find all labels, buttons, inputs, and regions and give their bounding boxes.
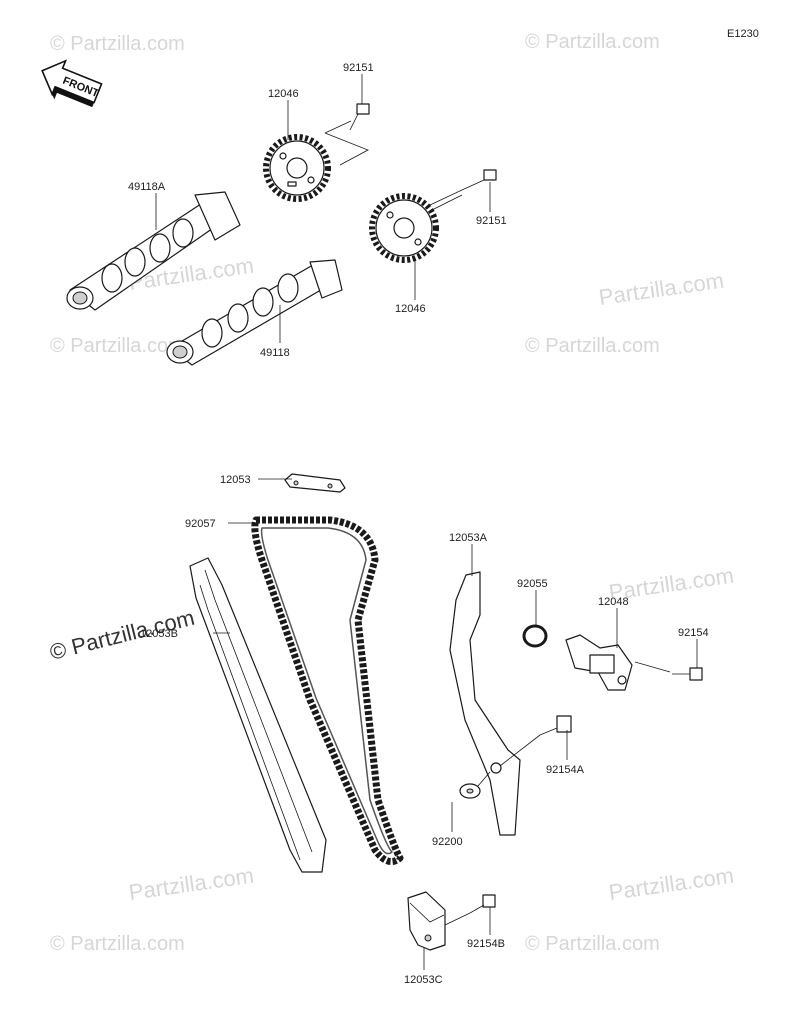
label-bolt-tensioner: 92154	[678, 627, 709, 639]
camshaft	[166, 259, 343, 366]
label-bolt-right: 92151	[476, 215, 507, 227]
watermark: © Partzilla.com	[525, 31, 660, 53]
guide-left	[189, 557, 327, 873]
watermarks: © Partzilla.com © Partzilla.com © Partzi…	[50, 31, 735, 955]
label-bolt-bracket: 92154B	[467, 938, 505, 950]
label-camshaft-a: 49118A	[128, 181, 166, 193]
washer	[459, 783, 481, 799]
bolt-top	[349, 103, 370, 131]
watermark: © Partzilla.com	[50, 335, 185, 357]
sprocket-top	[263, 134, 331, 202]
label-camshaft: 49118	[260, 347, 290, 359]
label-chain: 92057	[185, 518, 216, 530]
oring	[522, 624, 548, 648]
label-tensioner: 12048	[598, 596, 629, 608]
label-guide-tensioner: 12053A	[449, 532, 488, 544]
label-bracket: 12053C	[404, 974, 443, 986]
watermark: © Partzilla.com	[50, 933, 185, 955]
bolt-bracket	[469, 894, 496, 914]
bolt-right	[461, 169, 497, 191]
tensioner	[565, 634, 633, 691]
label-guide-left: 12053B	[140, 628, 178, 640]
watermark: © Partzilla.com	[525, 335, 660, 357]
cam-chain	[251, 516, 404, 866]
label-sprocket-right: 12046	[395, 303, 426, 315]
watermark: © Partzilla.com	[525, 933, 660, 955]
watermark: Partzilla.com	[607, 863, 735, 905]
front-arrow-icon: FRONT	[41, 59, 103, 108]
label-oring: 92055	[517, 578, 548, 590]
watermark: Partzilla.com	[597, 268, 725, 310]
label-sprocket-top: 12046	[268, 88, 299, 100]
watermark: Partzilla.com	[127, 863, 255, 905]
guide-top	[284, 473, 346, 493]
camshaft-a	[66, 191, 241, 311]
label-bolt-pivot: 92154A	[546, 764, 585, 776]
label-washer: 92200	[432, 836, 463, 848]
watermark: © Partzilla.com	[50, 33, 185, 55]
label-bolt-top: 92151	[343, 62, 374, 74]
bolt-tensioner	[672, 667, 703, 681]
bolt-pivot	[539, 715, 572, 736]
guide-tensioner	[449, 571, 521, 836]
diagram-code: E1230	[727, 28, 759, 40]
sprocket-right	[369, 193, 439, 263]
bracket	[407, 891, 446, 951]
label-guide-top: 12053	[220, 474, 251, 486]
